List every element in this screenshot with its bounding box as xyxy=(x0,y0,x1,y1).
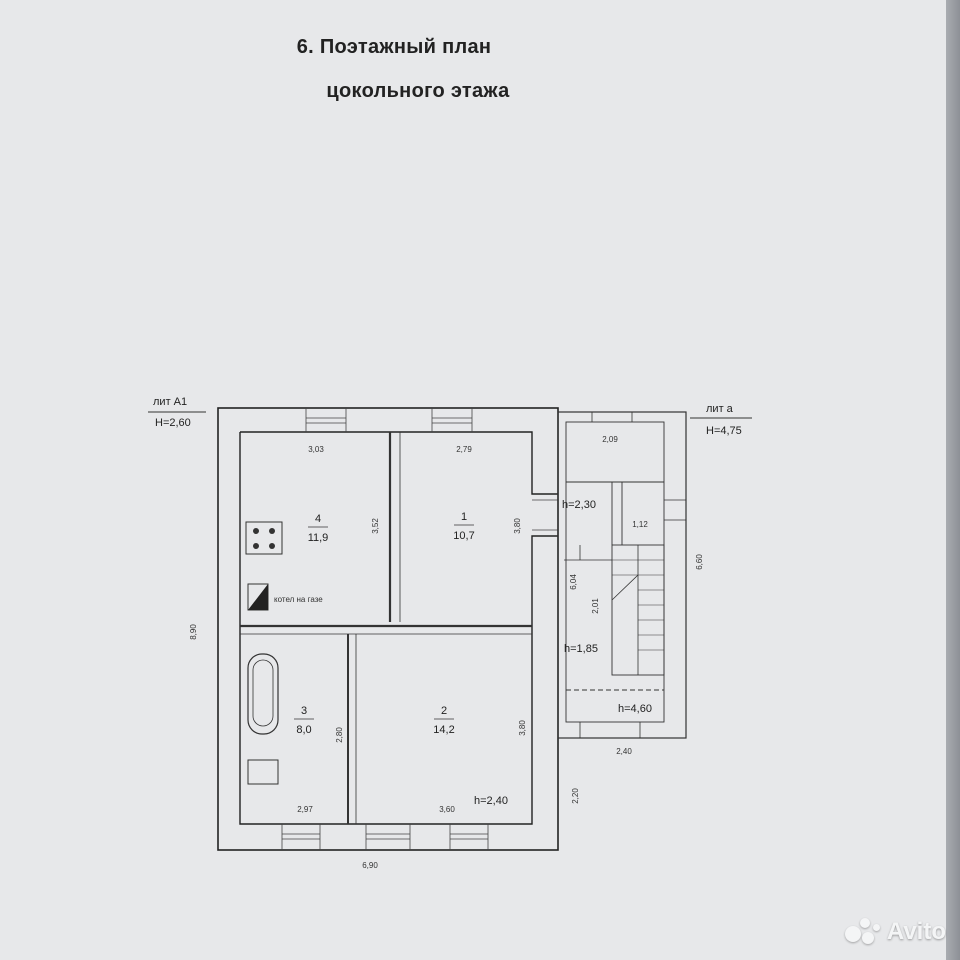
document-title-line2: цокольного этажа xyxy=(326,80,510,102)
room-1-area: 10,7 xyxy=(453,530,474,542)
boiler: котел на газе xyxy=(247,583,323,611)
height-240: h=2,40 xyxy=(474,795,508,807)
dim-annex-top: 2,09 xyxy=(602,435,618,444)
page-edge-shadow xyxy=(946,0,960,960)
dim-room2-vertical: 3,80 xyxy=(518,720,527,736)
inner-wall-bottom xyxy=(239,432,558,825)
height-230: h=2,30 xyxy=(562,499,596,511)
annex-inner xyxy=(565,421,665,723)
room-1-number: 1 xyxy=(461,511,467,523)
room-3-area: 8,0 xyxy=(296,724,311,736)
wall-fill xyxy=(282,409,488,849)
dim-bottom-total: 6,90 xyxy=(362,861,378,870)
dim-top-right: 2,79 xyxy=(456,445,472,454)
room-4-number: 4 xyxy=(315,513,321,525)
dimension-labels: 3,03 2,79 2,09 1,12 2,97 3,60 6,90 2,40 … xyxy=(189,435,704,870)
lit-a1-height: Н=2,60 xyxy=(155,417,191,429)
avito-brand-text: Avito xyxy=(886,918,946,945)
dim-room4-vertical: 3,52 xyxy=(371,518,380,534)
room-3-number: 3 xyxy=(301,705,307,717)
dim-room1-vertical: 3,80 xyxy=(513,518,522,534)
dim-bottom-annex: 2,40 xyxy=(616,747,632,756)
annex-outer xyxy=(557,411,687,739)
height-185: h=1,85 xyxy=(564,643,598,655)
room-4-area: 11,9 xyxy=(308,532,329,544)
window-top-2 xyxy=(432,409,472,431)
dim-right-small: 2,20 xyxy=(571,788,580,804)
window-bottom-2 xyxy=(366,825,410,849)
bathtub xyxy=(247,653,279,735)
partitions xyxy=(240,432,532,824)
height-labels: h=2,30 h=1,85 h=4,60 h=2,40 xyxy=(474,499,652,807)
room-labels: 4 11,9 1 10,7 3 8,0 2 14,2 xyxy=(294,511,475,736)
height-460: h=4,60 xyxy=(618,703,652,715)
window-top-1 xyxy=(306,409,346,431)
sink xyxy=(247,759,279,785)
annex xyxy=(557,411,687,739)
dim-bottom-right: 3,60 xyxy=(439,805,455,814)
inner-wall-top xyxy=(240,431,558,495)
lit-a-label: лит а xyxy=(706,403,734,415)
lit-a1-label: лит А1 xyxy=(153,396,187,408)
avito-watermark: Avito xyxy=(844,918,946,946)
window-bottom-3 xyxy=(450,825,488,849)
room-2-area: 14,2 xyxy=(433,724,454,736)
boiler-label: котел на газе xyxy=(274,595,323,604)
dim-top-left: 3,03 xyxy=(308,445,324,454)
lit-labels: лит А1 Н=2,60 лит а Н=4,75 xyxy=(148,396,752,437)
stove xyxy=(245,521,283,555)
dim-right-annex: 6,60 xyxy=(695,554,704,570)
avito-logo-icon xyxy=(844,918,881,946)
dim-stair-c: 2,01 xyxy=(591,598,600,614)
dim-left-total: 8,90 xyxy=(189,624,198,640)
dim-room3-vertical: 2,80 xyxy=(335,727,344,743)
room-2-number: 2 xyxy=(441,705,447,717)
dim-stair-b: 6,04 xyxy=(569,574,578,590)
lit-a-height: Н=4,75 xyxy=(706,425,742,437)
dim-stair-a: 1,12 xyxy=(632,520,648,529)
dim-bottom-left: 2,97 xyxy=(297,805,313,814)
document-title-line1: 6. Поэтажный план xyxy=(296,36,492,58)
window-bottom-1 xyxy=(282,825,320,849)
window-lines xyxy=(281,408,558,850)
